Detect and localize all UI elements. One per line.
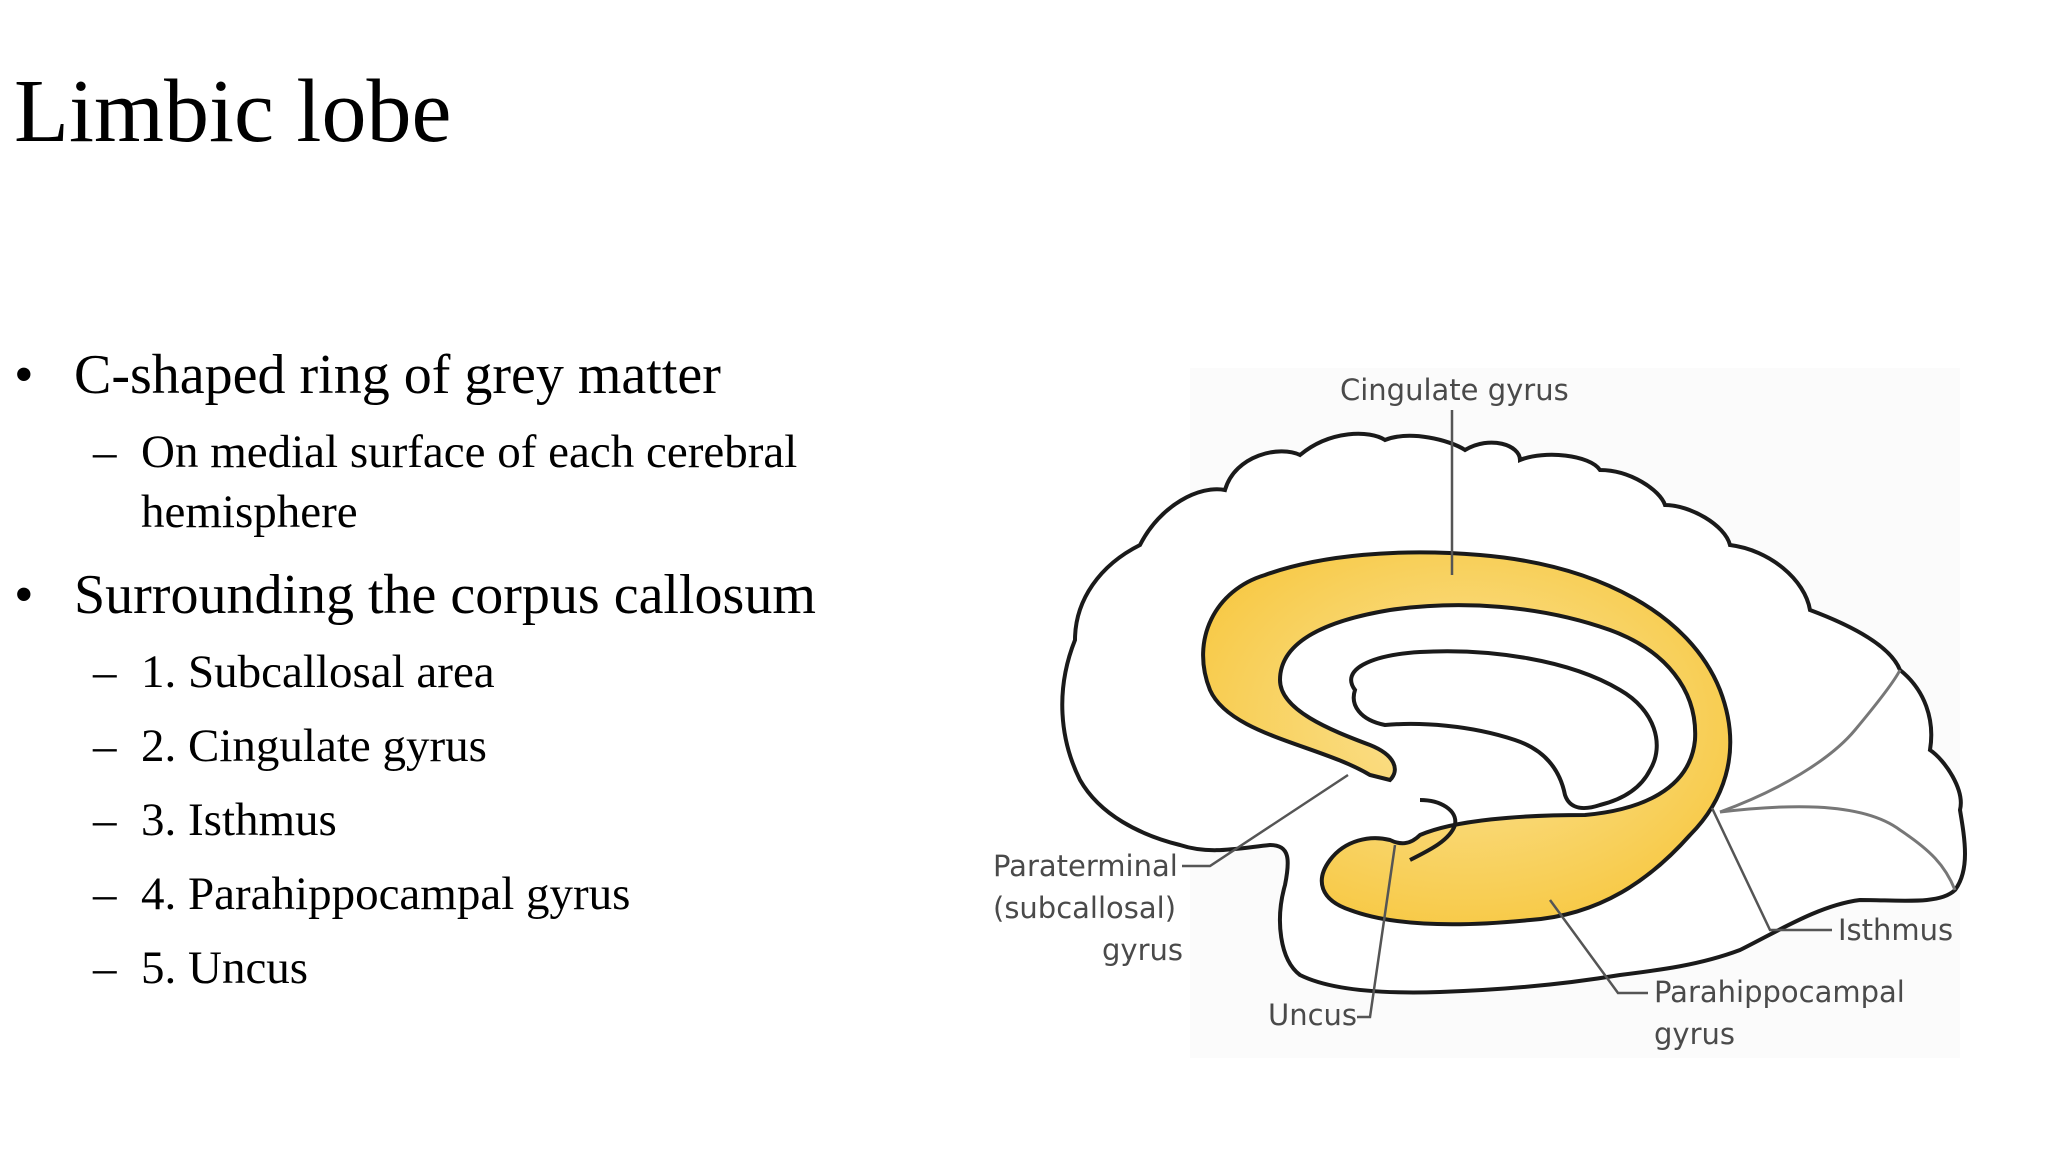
leader-uncus	[1357, 844, 1397, 1019]
sub-bullet-item: – 1. Subcallosal area	[93, 642, 495, 702]
bullet-item: • Surrounding the corpus callosum	[14, 560, 816, 630]
sub-bullet-text: 1. Subcallosal area	[141, 646, 495, 698]
sub-bullet-text: 5. Uncus	[141, 942, 309, 994]
parieto-occipital-line	[1719, 669, 1902, 814]
uncus-hook	[1409, 798, 1458, 862]
label-cingulate-gyrus: Cingulate gyrus	[1340, 373, 1569, 407]
dash-mark: –	[93, 868, 117, 920]
dash-mark: –	[93, 942, 117, 994]
sub-bullet-item: – 3. Isthmus	[93, 790, 337, 850]
label-paraterminal-line2: (subcallosal)	[993, 891, 1176, 925]
bullet-text: Surrounding the corpus callosum	[74, 564, 816, 626]
dash-mark: –	[93, 426, 117, 478]
dash-mark: –	[93, 646, 117, 698]
sub-bullet-item: – On medial surface of each cerebral	[93, 422, 798, 482]
sub-bullet-item: – 4. Parahippocampal gyrus	[93, 864, 631, 924]
dash-mark: –	[93, 794, 117, 846]
sub-bullet-text: 4. Parahippocampal gyrus	[141, 868, 631, 920]
bullet-mark: •	[14, 564, 34, 626]
sub-bullet-text: 2. Cingulate gyrus	[141, 720, 487, 772]
sub-bullet-text: On medial surface of each cerebral	[141, 426, 798, 478]
sub-bullet-item: – 2. Cingulate gyrus	[93, 716, 487, 776]
bullet-mark: •	[14, 344, 34, 406]
leader-isthmus	[1710, 807, 1832, 932]
label-paraterminal-line1: Paraterminal	[993, 849, 1178, 883]
sub-bullet-continuation: hemisphere	[141, 486, 358, 538]
label-paraterminal-line3: gyrus	[1102, 933, 1183, 967]
calcarine-line	[1719, 805, 1957, 891]
dash-mark: –	[93, 720, 117, 772]
slide-title: Limbic lobe	[14, 62, 452, 161]
limbic-ring	[1201, 550, 1733, 927]
corpus-callosum-hollow	[1349, 649, 1659, 810]
bullet-text: C-shaped ring of grey matter	[74, 344, 721, 406]
label-uncus: Uncus	[1268, 998, 1357, 1032]
label-parahippocampal-line2: gyrus	[1654, 1017, 1735, 1051]
bullet-item: • C-shaped ring of grey matter	[14, 340, 721, 410]
sub-bullet-item: – 5. Uncus	[93, 938, 309, 998]
sub-bullet-text: 3. Isthmus	[141, 794, 337, 846]
label-parahippocampal-line1: Parahippocampal	[1654, 975, 1905, 1009]
leader-paraterminal	[1182, 773, 1349, 868]
leader-parahippocampal	[1548, 899, 1648, 995]
bullet-list: • C-shaped ring of grey matter – On medi…	[0, 0, 940, 1152]
label-isthmus: Isthmus	[1838, 913, 1953, 947]
